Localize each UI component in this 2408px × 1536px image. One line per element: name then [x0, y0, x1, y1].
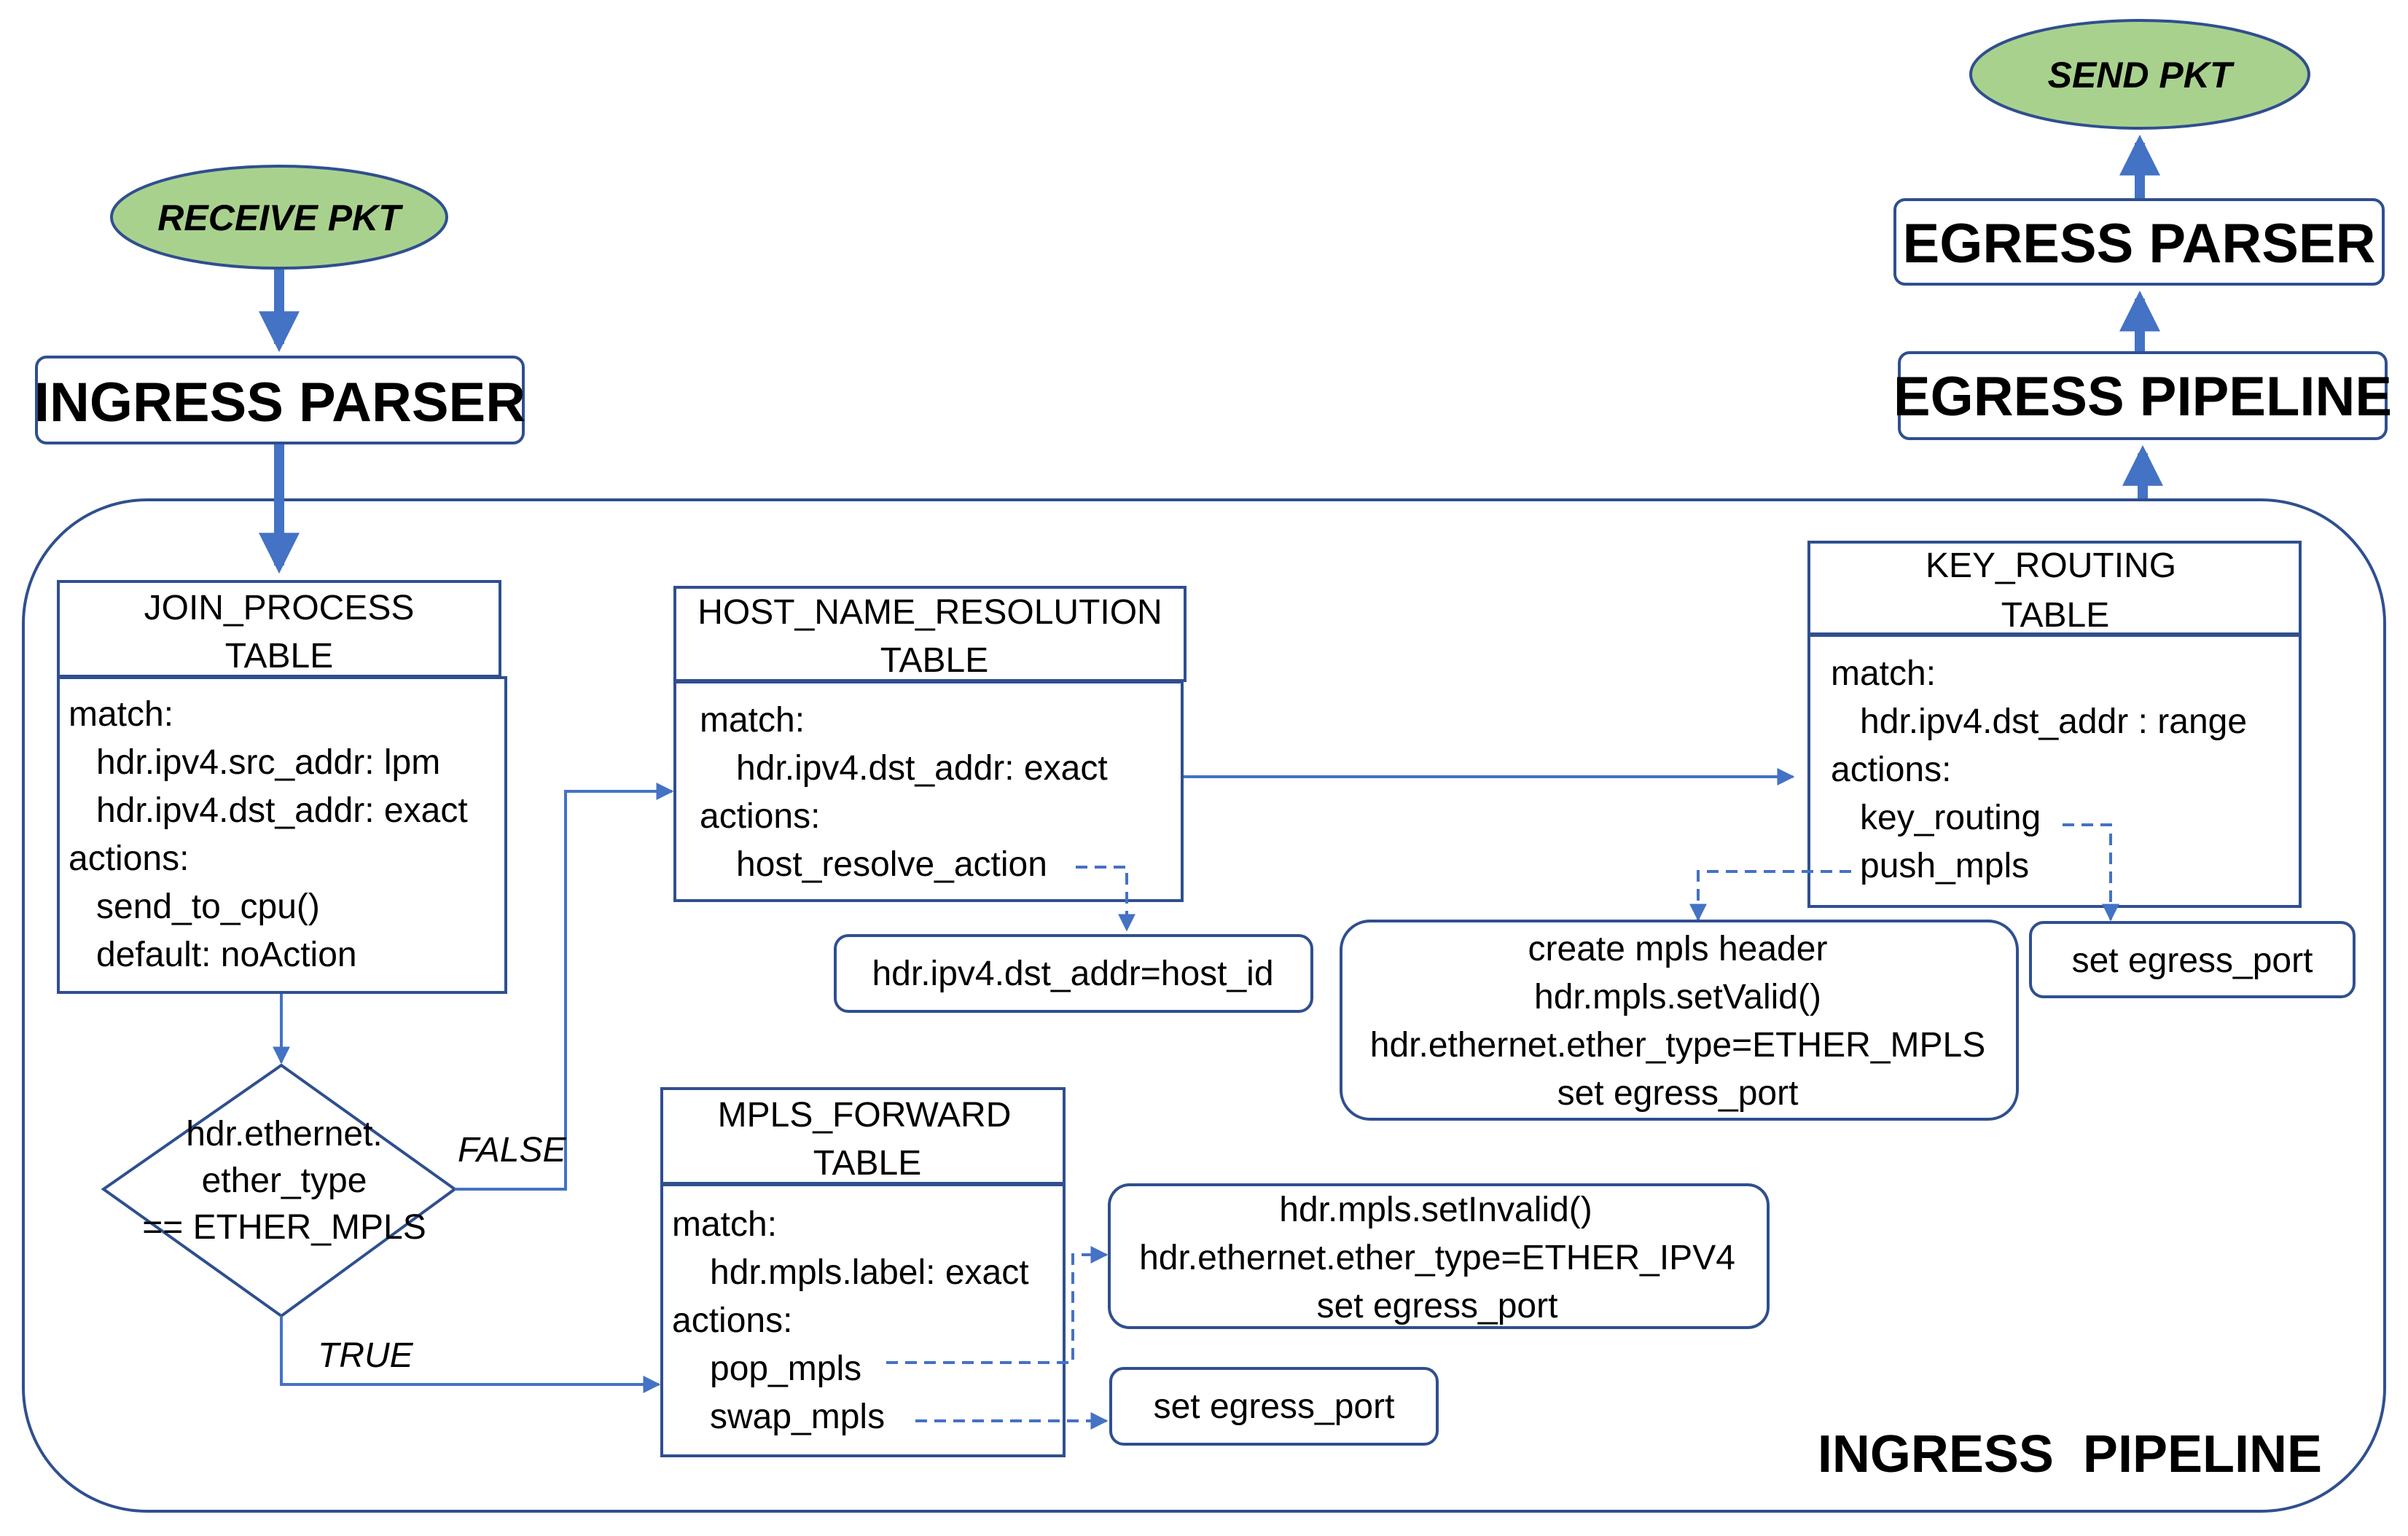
host-id-action-box — [834, 934, 1313, 1013]
mpls-table-line: pop_mpls — [710, 1349, 861, 1388]
ingress-pipeline-label: INGRESS PIPELINE — [1818, 1425, 2322, 1484]
pop-action-line: hdr.mpls.setInvalid() — [1279, 1191, 1592, 1229]
host-id-action-text: hdr.ipv4.dst_addr=host_id — [872, 955, 1273, 993]
push-action-line: hdr.ethernet.ether_type=ETHER_MPLS — [1370, 1026, 1985, 1065]
egress-pipeline-box — [1898, 351, 2388, 440]
pop-action-line: hdr.ethernet.ether_type=ETHER_IPV4 — [1139, 1239, 1735, 1277]
push-mpls-dashed-arrow — [1689, 870, 1851, 922]
ingress-parser-label: INGRESS PARSER — [34, 372, 525, 434]
join-table-title-box — [57, 580, 501, 678]
key-table-title-2: TABLE — [2001, 596, 2110, 635]
mpls-table-body-box — [660, 1183, 1066, 1457]
key-routing-dashed-arrow — [2063, 823, 2119, 922]
false-label: FALSE — [458, 1131, 566, 1169]
mpls-table-title-2: TABLE — [813, 1144, 922, 1183]
mpls-table-line: swap_mpls — [710, 1398, 885, 1436]
key-set-egress-text: set egress_port — [2072, 941, 2313, 980]
swap-set-egress-text: set egress_port — [1154, 1387, 1395, 1426]
key-table-line: push_mpls — [1860, 847, 2029, 885]
mpls-table-title-1: MPLS_FORWARD — [718, 1096, 1012, 1135]
egress-parser-box — [1893, 198, 2385, 286]
key-table-line: match: — [1831, 654, 1936, 693]
host-table-title-1: HOST_NAME_RESOLUTION — [697, 593, 1162, 632]
key-table-title-1: KEY_ROUTING — [1926, 546, 2176, 585]
key-set-egress-box — [2029, 921, 2356, 998]
join-table-line: hdr.ipv4.src_addr: lpm — [96, 743, 440, 782]
pop-mpls-action-box — [1108, 1183, 1770, 1329]
key-table-line: key_routing — [1860, 799, 2041, 837]
host-table-title-2: TABLE — [880, 641, 989, 680]
decision-line: == ETHER_MPLS — [142, 1208, 426, 1247]
join-table-line: match: — [69, 695, 173, 734]
decision-line: hdr.ethernet. — [186, 1115, 383, 1153]
true-label: TRUE — [318, 1336, 414, 1375]
mpls-table-title-box — [660, 1087, 1066, 1185]
mpls-table-line: match: — [672, 1205, 777, 1244]
key-table-title-box — [1807, 541, 2302, 635]
ingress-parser-box — [35, 356, 525, 444]
pop-mpls-dashed-arrow — [886, 1246, 1109, 1364]
join-table-line: send_to_cpu() — [96, 887, 320, 926]
true-path-arrow — [280, 1316, 661, 1393]
egress-pipeline-label: EGRESS PIPELINE — [1893, 366, 2392, 428]
pop-action-line: set egress_port — [1317, 1287, 1558, 1325]
send-pkt-label: SEND PKT — [2048, 55, 2235, 95]
join-table-line: hdr.ipv4.dst_addr: exact — [96, 791, 468, 830]
push-mpls-action-box — [1340, 920, 2019, 1121]
host-table-title-box — [673, 586, 1187, 682]
join-table-line: actions: — [69, 839, 189, 878]
mpls-table-line: hdr.mpls.label: exact — [710, 1253, 1029, 1292]
key-table-line: actions: — [1831, 751, 1951, 789]
key-table-body-box — [1807, 634, 2302, 908]
key-table-line: hdr.ipv4.dst_addr : range — [1860, 702, 2247, 741]
ingress-pipeline-container — [22, 498, 2386, 1513]
receive-pkt-label: RECEIVE PKT — [157, 197, 404, 238]
decision-line: ether_type — [202, 1161, 367, 1200]
host-table-body-box — [673, 681, 1184, 902]
push-action-line: set egress_port — [1557, 1074, 1799, 1113]
mpls-table-line: actions: — [672, 1301, 792, 1340]
push-action-line: hdr.mpls.setValid() — [1534, 978, 1821, 1016]
join-table-line: default: noAction — [96, 936, 357, 974]
host-table-line: host_resolve_action — [736, 845, 1047, 884]
push-action-line: create mpls header — [1528, 930, 1828, 968]
false-path-arrow — [455, 783, 674, 1191]
swap-set-egress-box — [1109, 1367, 1439, 1446]
join-table-body-box — [57, 676, 507, 994]
egress-parser-label: EGRESS PARSER — [1903, 213, 2376, 275]
receive-pkt-oval — [110, 165, 448, 270]
send-pkt-oval — [1969, 19, 2310, 130]
join-table-title-1: JOIN_PROCESS — [144, 589, 415, 627]
host-table-line: hdr.ipv4.dst_addr: exact — [736, 749, 1108, 788]
host-table-line: match: — [700, 701, 805, 740]
join-table-title-2: TABLE — [225, 637, 334, 675]
host-table-line: actions: — [700, 797, 820, 836]
